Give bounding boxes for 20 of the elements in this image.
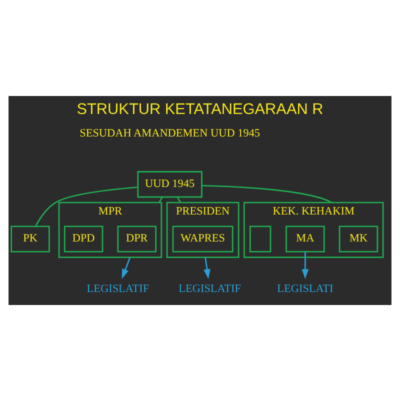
arrow bbox=[204, 256, 210, 278]
arrow bbox=[122, 256, 131, 278]
node-box: DPD bbox=[64, 225, 104, 252]
connector bbox=[34, 186, 138, 226]
connector bbox=[176, 196, 182, 202]
node-box: WAPRES bbox=[172, 225, 234, 252]
node-box: PK bbox=[10, 225, 50, 252]
diagram-title: STRUKTUR KETATANEGARAAN R bbox=[76, 100, 324, 118]
connector bbox=[202, 184, 332, 203]
arrow bbox=[302, 251, 309, 278]
node-text: LEGISLATI bbox=[277, 282, 334, 295]
node-box: MA bbox=[286, 225, 325, 252]
node-text: LEGISLATIF bbox=[178, 282, 241, 295]
node-box bbox=[249, 225, 272, 252]
connector bbox=[158, 196, 163, 202]
node-box: MK bbox=[338, 225, 378, 252]
node-text: LEGISLATIF bbox=[86, 282, 150, 295]
node-box: DPR bbox=[117, 225, 157, 252]
node-box: UUD 1945 bbox=[137, 170, 202, 198]
label: SESUDAH AMANDEMEN UUD 1945 bbox=[80, 127, 260, 140]
